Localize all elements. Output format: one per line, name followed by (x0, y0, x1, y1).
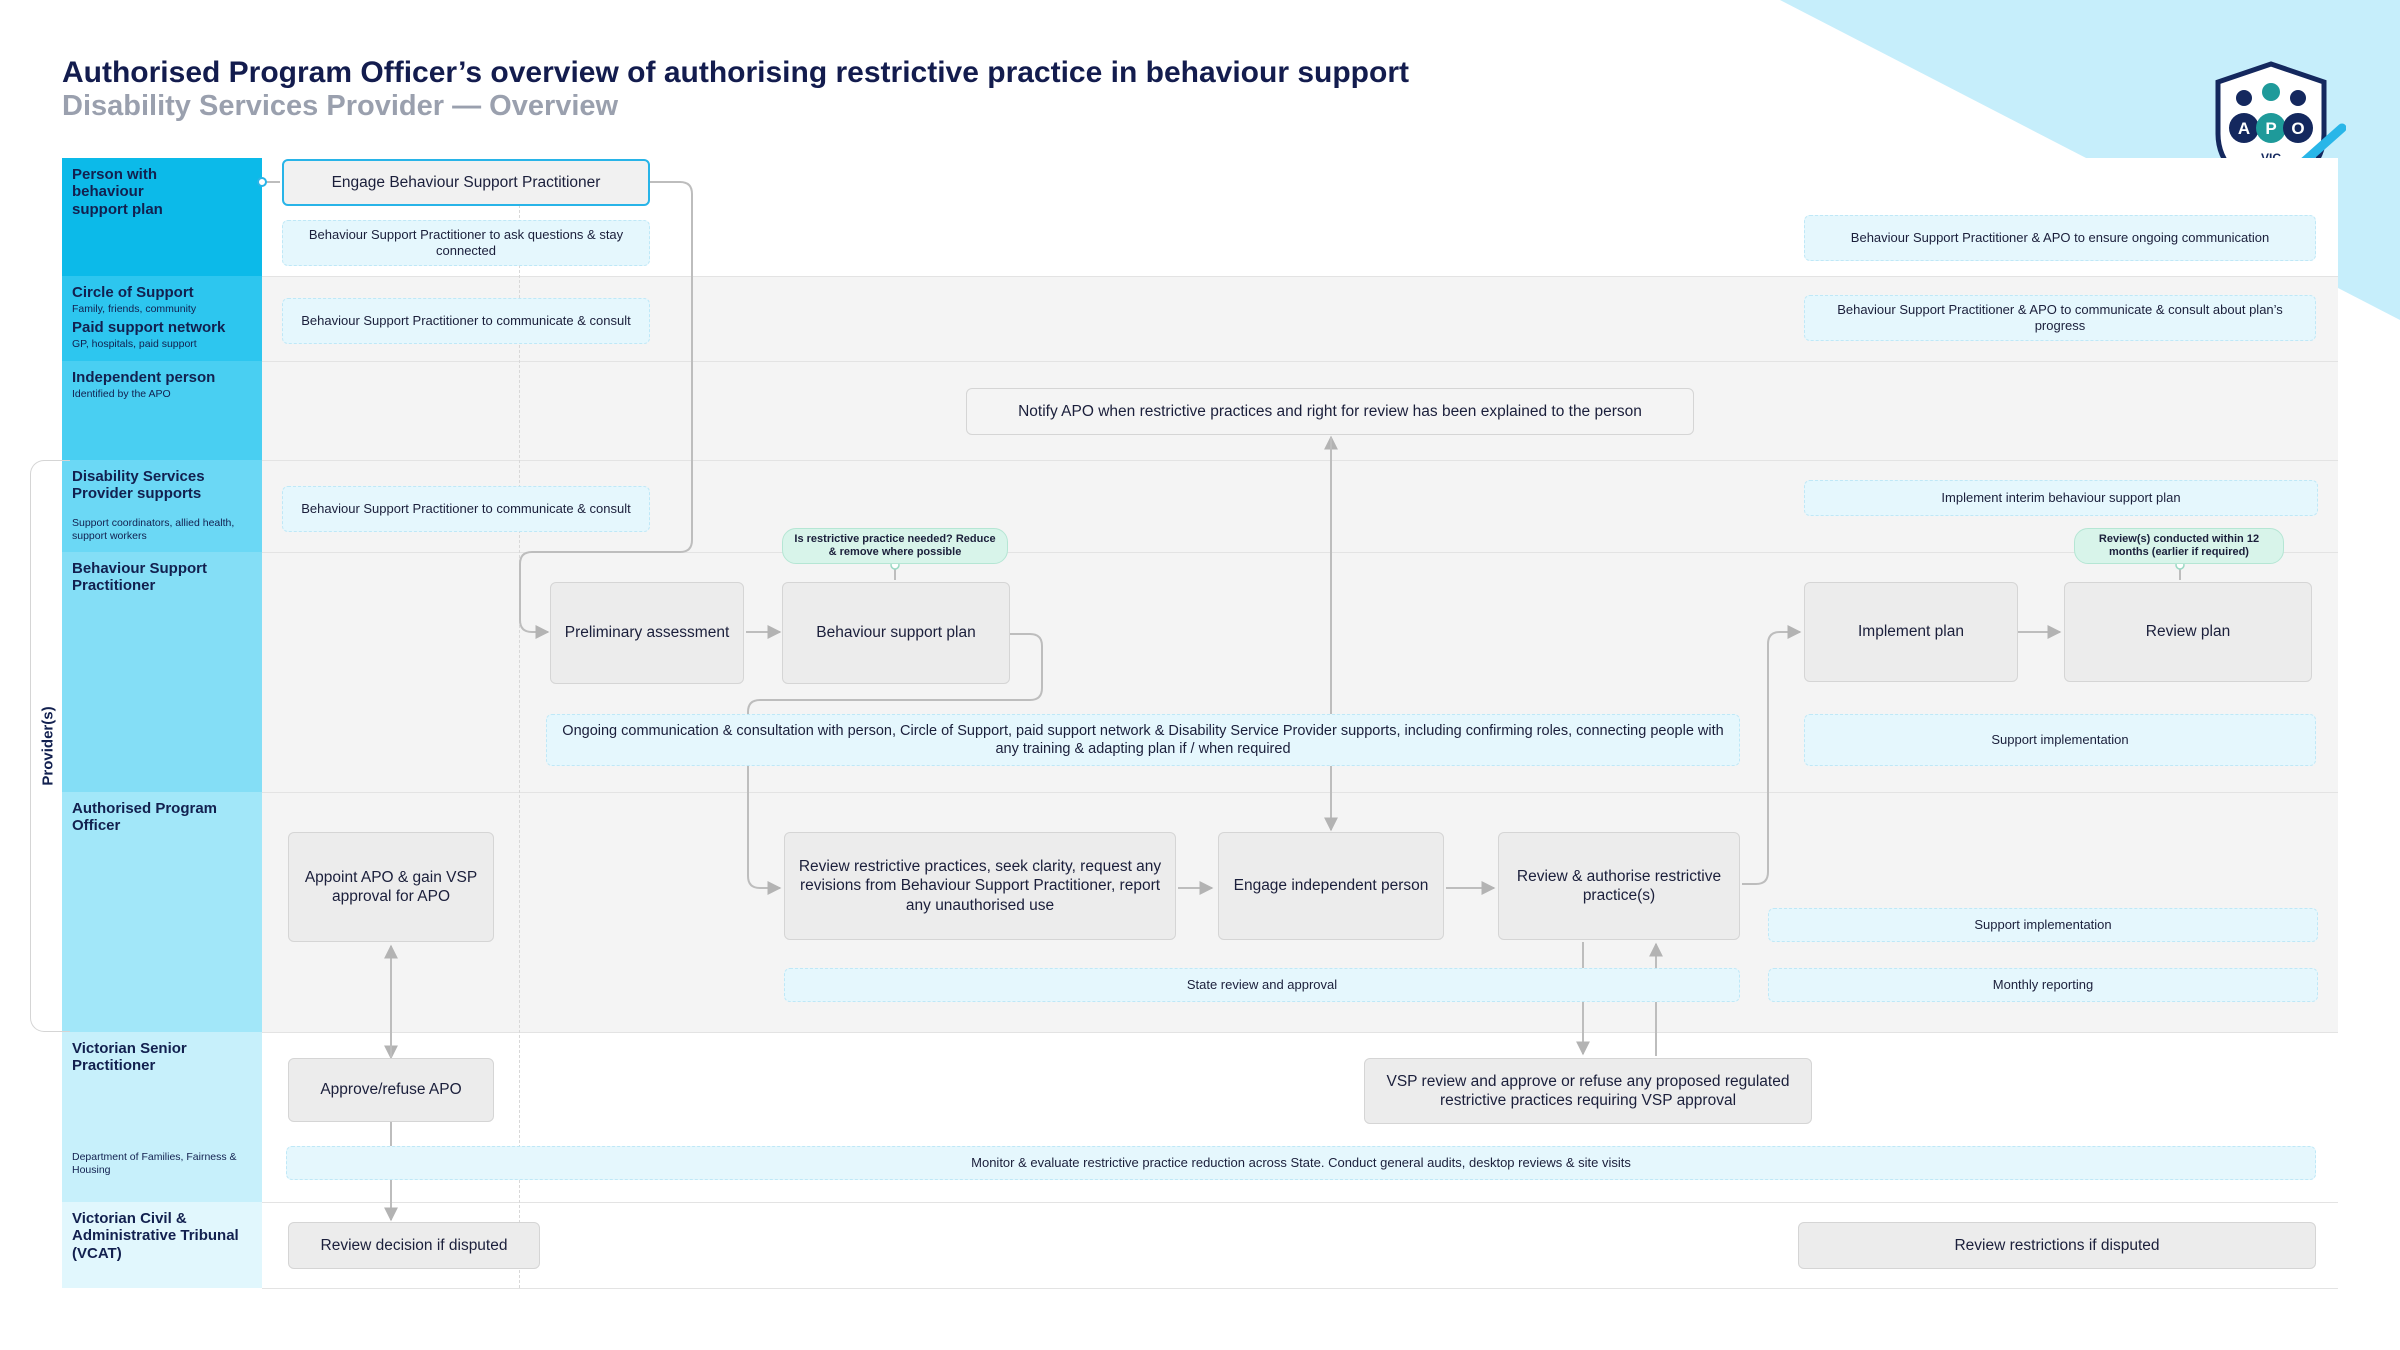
note-support-implementation-bsp: Support implementation (1804, 714, 2316, 766)
lane-label: Person with behaviour support plan (72, 166, 163, 218)
lane-vcat: Victorian Civil & Administrative Tribuna… (62, 1202, 262, 1288)
divider (262, 1032, 2338, 1033)
approve-refuse-apo-box[interactable]: Approve/refuse APO (288, 1058, 494, 1122)
lane-vsp: Victorian Senior Practitioner Department… (62, 1032, 262, 1202)
lane-label: Paid support network (72, 318, 226, 336)
column-guide (519, 160, 520, 1288)
note-bsp-ask: Behaviour Support Practitioner to ask qu… (282, 220, 650, 266)
implement-plan-box[interactable]: Implement plan (1804, 582, 2018, 682)
review-restrictive-practices-box[interactable]: Review restrictive practices, seek clari… (784, 832, 1176, 940)
lane-person: Person with behaviour support plan (62, 158, 262, 276)
lane-dsp-supports: Disability Services Provider supports Su… (62, 460, 262, 552)
pill-rp-needed: Is restrictive practice needed? Reduce &… (782, 528, 1008, 564)
note-plan-progress: Behaviour Support Practitioner & APO to … (1804, 295, 2316, 341)
review-decision-box[interactable]: Review decision if disputed (288, 1222, 540, 1269)
providers-bracket (30, 460, 70, 1032)
lane-independent-person: Independent person Identified by the APO (62, 361, 262, 460)
logo-letter-o: O (2291, 119, 2304, 138)
note-monthly-reporting: Monthly reporting (1768, 968, 2318, 1002)
lane-sublabel: GP, hospitals, paid support (72, 338, 197, 351)
lane-sublabel: Family, friends, community (72, 303, 197, 316)
lane-label: Disability Services Provider supports (72, 468, 205, 503)
pill-review-within: Review(s) conducted within 12 months (ea… (2074, 528, 2284, 564)
providers-label: Provider(s) (39, 706, 57, 786)
divider (262, 460, 2338, 461)
note-monitor-evaluate: Monitor & evaluate restrictive practice … (286, 1146, 2316, 1180)
note-bsp-consult-dsp: Behaviour Support Practitioner to commun… (282, 486, 650, 532)
page-subtitle: Disability Services Provider — Overview (62, 90, 619, 122)
divider (262, 792, 2338, 793)
notify-apo-box[interactable]: Notify APO when restrictive practices an… (966, 388, 1694, 435)
lane-apo: Authorised Program Officer (62, 792, 262, 1032)
review-authorise-box[interactable]: Review & authorise restrictive practice(… (1498, 832, 1740, 940)
note-bsp-consult-circle: Behaviour Support Practitioner to commun… (282, 298, 650, 344)
lane-label: Victorian Senior Practitioner (72, 1040, 187, 1075)
lane-sublabel: Department of Families, Fairness & Housi… (72, 1150, 237, 1177)
engage-bsp-box[interactable]: Engage Behaviour Support Practitioner (282, 159, 650, 206)
logo-letter-p: P (2265, 119, 2276, 138)
divider (262, 1202, 2338, 1203)
divider (262, 1288, 2338, 1289)
engage-independent-person-box[interactable]: Engage independent person (1218, 832, 1444, 940)
lane-sublabel: Support coordinators, allied health, sup… (72, 516, 235, 543)
logo-letter-a: A (2238, 119, 2250, 138)
lane-circle-of-support: Circle of Support Family, friends, commu… (62, 276, 262, 361)
page-title: Authorised Program Officer’s overview of… (62, 56, 1409, 89)
note-state-review: State review and approval (784, 968, 1740, 1002)
appoint-apo-box[interactable]: Appoint APO & gain VSP approval for APO (288, 832, 494, 942)
lane-label: Authorised Program Officer (72, 800, 218, 835)
review-plan-box[interactable]: Review plan (2064, 582, 2312, 682)
behaviour-support-plan-box[interactable]: Behaviour support plan (782, 582, 1010, 684)
divider (262, 361, 2338, 362)
lane-label: Victorian Civil & Administrative Tribuna… (72, 1210, 239, 1262)
lane-label: Independent person (72, 369, 216, 386)
lane-label: Behaviour Support Practitioner (72, 560, 208, 595)
note-support-implementation-apo: Support implementation (1768, 908, 2318, 942)
review-restrictions-box[interactable]: Review restrictions if disputed (1798, 1222, 2316, 1269)
lane-bsp: Behaviour Support Practitioner (62, 552, 262, 792)
note-ongoing-communication: Ongoing communication & consultation wit… (546, 714, 1740, 766)
divider (262, 552, 2338, 553)
note-interim-plan: Implement interim behaviour support plan (1804, 480, 2318, 516)
vsp-review-box[interactable]: VSP review and approve or refuse any pro… (1364, 1058, 1812, 1124)
preliminary-assessment-box[interactable]: Preliminary assessment (550, 582, 744, 684)
lane-label: Circle of Support (72, 284, 194, 301)
divider (262, 276, 2338, 277)
lane-sublabel: Identified by the APO (72, 388, 171, 401)
note-bsp-apo-communication: Behaviour Support Practitioner & APO to … (1804, 215, 2316, 261)
